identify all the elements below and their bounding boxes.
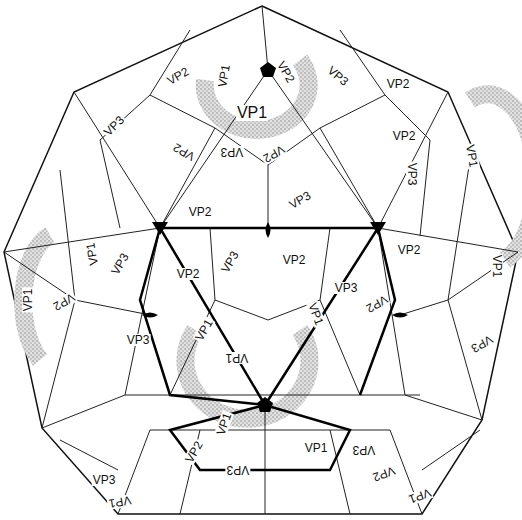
subunit-outlines <box>4 6 518 514</box>
protein-label: VP1 <box>464 143 480 169</box>
protein-label: VP1 <box>491 254 503 279</box>
protein-label: VP1 <box>22 288 34 313</box>
protein-label: VP1 <box>225 352 250 364</box>
protein-label: VP3 <box>226 464 251 476</box>
protein-label: VP1 <box>236 105 268 121</box>
protein-label: VP3 <box>126 334 151 346</box>
protein-label: VP3 <box>334 282 359 294</box>
protein-label: VP3 <box>220 146 245 158</box>
protein-label: VP2 <box>397 244 422 256</box>
capsid-outline <box>4 6 518 514</box>
protein-label: VP2 <box>188 206 213 218</box>
protein-label: VP1 <box>304 442 329 454</box>
protein-label: VP3 <box>406 162 418 187</box>
symmetry-axes <box>142 62 408 412</box>
protein-label: VP3 <box>92 474 117 486</box>
protein-label: VP3 <box>352 444 377 456</box>
protein-label: VP2 <box>282 254 307 266</box>
protein-label: VP1 <box>84 241 100 267</box>
protein-label: VP2 <box>392 130 417 142</box>
protein-label: VP2 <box>386 78 411 90</box>
asymmetric-unit <box>140 228 395 470</box>
protein-label: VP2 <box>176 268 201 280</box>
